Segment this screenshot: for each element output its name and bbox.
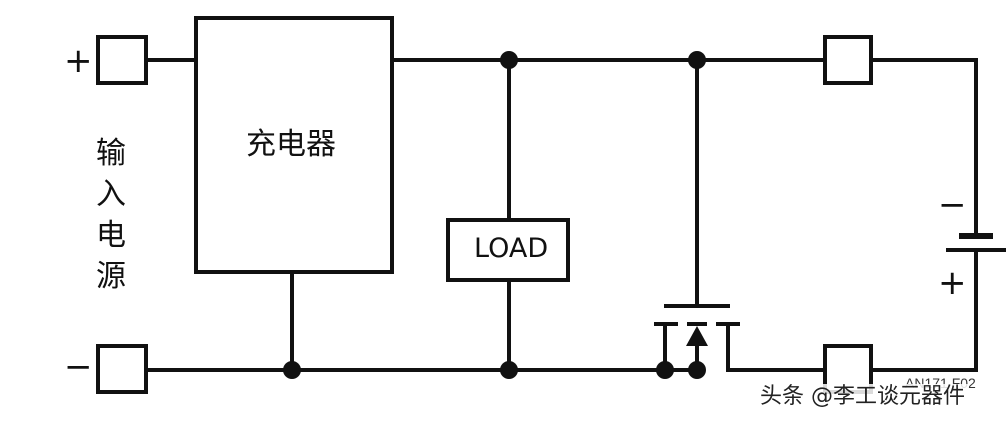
output-top-terminal xyxy=(823,35,873,85)
input-label-char-3: 电 xyxy=(96,218,126,253)
junction-dot xyxy=(688,361,706,379)
junction-dot xyxy=(656,361,674,379)
input-label-char-1: 输 xyxy=(96,136,126,171)
load-label: LOAD xyxy=(474,233,549,264)
input-minus-terminal xyxy=(96,344,148,394)
input-plus-sign: + xyxy=(64,41,93,81)
input-label-char-4: 源 xyxy=(96,259,126,294)
junction-dot xyxy=(283,361,301,379)
mosfet-arrow xyxy=(686,326,708,346)
input-label-char-2: 入 xyxy=(96,177,126,212)
input-minus-sign: − xyxy=(64,347,93,387)
charger-label: 充电器 xyxy=(246,127,336,162)
junction-dot xyxy=(500,51,518,69)
input-plus-terminal xyxy=(96,35,148,85)
battery-plus-sign: + xyxy=(938,263,967,303)
battery-minus-sign: − xyxy=(938,185,967,225)
junction-dot xyxy=(688,51,706,69)
watermark: 头条 @李工谈元器件 xyxy=(756,384,969,410)
junction-dot xyxy=(500,361,518,379)
